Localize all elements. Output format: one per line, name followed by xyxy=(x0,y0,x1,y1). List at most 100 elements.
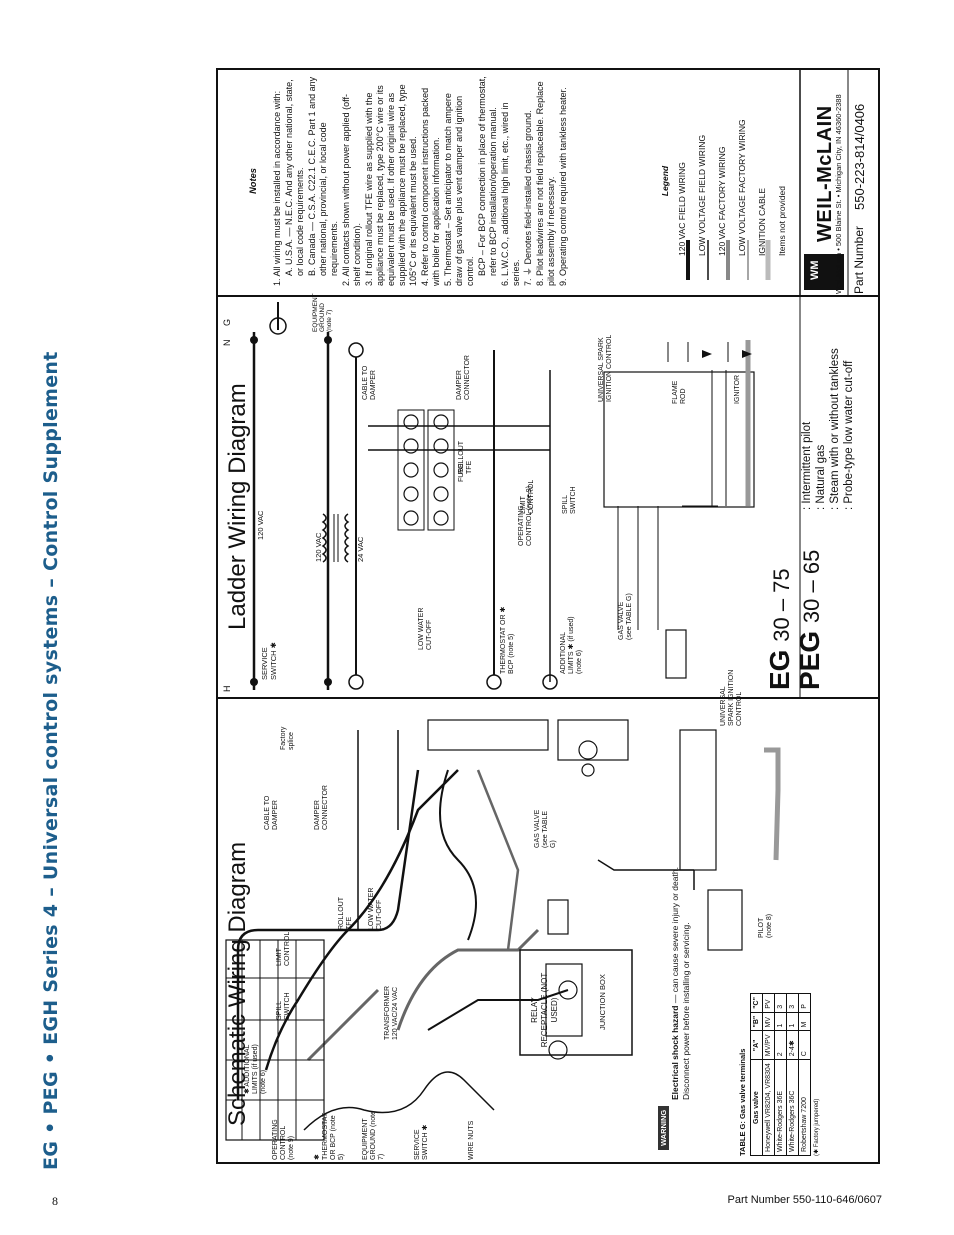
schematic-spill-switch: SPILL SWITCH xyxy=(276,992,291,1020)
schematic-gas-valve: GAS VALVE (see TABLE G) xyxy=(534,809,557,848)
legend-item: 120 VAC FIELD WIRING xyxy=(677,162,687,256)
note-item: 7. ⏚ Denotes field-installed chassis gro… xyxy=(523,110,533,286)
ladder-flame-rod: FLAME ROD xyxy=(672,380,687,404)
model-spec: : Natural gas xyxy=(815,444,827,510)
ladder-24vac: 24 VAC xyxy=(356,536,365,562)
model-eg-range: 30 – 75 xyxy=(769,568,794,642)
ladder-diagram xyxy=(250,302,755,690)
legend-item: LOW VOLTAGE FIELD WIRING xyxy=(697,134,707,256)
note-item: 8. Pilot leadwires are not field replace… xyxy=(535,81,556,286)
brand-logo xyxy=(804,254,844,290)
legend-list: 120 VAC FIELD WIRING LOW VOLTAGE FIELD WI… xyxy=(672,76,792,286)
part-number-value: 550-223-814/0406 xyxy=(852,103,867,210)
table-cell: White-Rodgers 36C xyxy=(786,1059,799,1156)
legend-item: IGNITION CABLE xyxy=(757,187,767,256)
brand-address: Weil-McLain • 500 Blaine St. • Michigan … xyxy=(834,94,843,294)
model-spec: : Intermittent pilot xyxy=(801,421,813,510)
model-peg-name: PEG xyxy=(794,630,825,690)
table-cell: M xyxy=(798,1012,811,1031)
table-cell: C xyxy=(798,1030,811,1060)
ladder-universal-control: UNIVERSAL SPARK IGNITION CONTROL xyxy=(598,334,613,402)
table-cell: Honeywell VR8204, VR8304 xyxy=(762,1059,775,1156)
wiring-drawing: WM xyxy=(218,70,878,1141)
table-cell: 2-4✱ xyxy=(786,1030,799,1060)
schematic-relay-receptacle: RELAY RECEPTACLE (NOT USED) xyxy=(530,972,559,1048)
table-header-cell: "B" xyxy=(750,1012,763,1031)
diagram-frame: WM Notes 1. All wiring must be installed… xyxy=(216,68,880,1164)
note-item: 9. Operating control required with tankl… xyxy=(558,87,568,286)
table-cell: 1 xyxy=(774,1012,787,1031)
table-cell: MV/PV xyxy=(762,1030,775,1060)
table-cell: 1 xyxy=(786,1012,799,1031)
schematic-limit-control: LIMIT CONTROL xyxy=(276,931,291,966)
legend-item: Items not provided xyxy=(777,186,787,256)
model-peg-range: 30 – 65 xyxy=(799,549,824,624)
warning-bold: Electrical shock hazard xyxy=(670,1005,680,1101)
ladder-additional-limits: ADDITIONAL LIMITS ✱ (if used) (note 6) xyxy=(560,616,583,674)
note-item: 1. All wiring must be installed in accor… xyxy=(272,90,282,286)
page-number: 8 xyxy=(52,1194,58,1208)
ladder-equipment-ground: EQUIPMENT GROUND (note 7) xyxy=(312,293,333,332)
ladder-120vac-b: 120 VAC xyxy=(314,532,323,562)
model-spec: : Steam with or without tankless xyxy=(829,348,841,510)
schematic-damper-connector: DAMPER CONNECTOR xyxy=(314,785,329,830)
table-cell: Robertshaw 7200 xyxy=(798,1059,811,1156)
table-cell: 2 xyxy=(774,1030,787,1060)
table-cell: 3 xyxy=(786,993,799,1013)
model-peg: PEG 30 – 65 xyxy=(794,550,826,690)
legend-title: Legend xyxy=(660,165,670,197)
model-spec: : Probe-type low water cut-off xyxy=(843,360,855,510)
legend: Legend 120 VAC FIELD WIRING LOW VOLTAGE F… xyxy=(658,76,792,286)
ladder-rollout-tfe: ROLLOUT TFE xyxy=(458,441,473,474)
model-eg: EG 30 – 75 xyxy=(764,568,796,690)
note-item: 4. Refer to control component instructio… xyxy=(420,87,441,286)
legend-samples xyxy=(686,240,771,280)
schematic-universal-control: UNIVERSAL SPARK IGNITION CONTROL xyxy=(720,669,743,726)
schematic-rollout-tfe: ROLLOUT TFE xyxy=(338,897,353,930)
schematic-transformer: TRANSFORMER 120 VAC/24 VAC xyxy=(384,985,399,1040)
ladder-h-label: H xyxy=(222,685,232,693)
ladder-low-water-cutoff: LOW WATER CUT-OFF xyxy=(418,607,433,650)
table-cell: PV xyxy=(762,993,775,1013)
note-item: 3. If original rollout TFE wire as suppl… xyxy=(364,84,418,286)
note-item: 5. Thermostat – Set anticipator to match… xyxy=(443,93,475,286)
warning-tag: WARNING xyxy=(658,1105,669,1150)
schematic-thermostat-bcp: ✱ THERMOSTAT OR BCP (note 5) xyxy=(314,1112,345,1160)
model-specs: : Intermittent pilot: Natural gas: Steam… xyxy=(800,280,856,510)
ladder-service-switch: SERVICE SWITCH ✱ xyxy=(260,642,278,680)
note-item: 2. All contacts shown without power appl… xyxy=(341,94,362,286)
model-eg-name: EG xyxy=(764,649,795,690)
ladder-cable-to-damper: CABLE TO DAMPER xyxy=(362,365,377,400)
schematic-pilot: PILOT (note 8) xyxy=(758,913,773,938)
legend-item: LOW VOLTAGE FACTORY WIRING xyxy=(737,119,747,256)
table-header-cell: Gas valve xyxy=(750,1059,763,1156)
table-header-cell: "C" xyxy=(750,993,763,1013)
gas-valve-table: TABLE G: Gas valve terminals Gas valve"A… xyxy=(738,946,822,1156)
ladder-damper-connector: DAMPER CONNECTOR xyxy=(456,355,471,400)
table-cell: 3 xyxy=(774,993,787,1013)
warning-message: Electrical shock hazard — can cause seve… xyxy=(670,860,691,1100)
ladder-spill-switch: SPILL SWITCH xyxy=(562,486,577,514)
warning-block: WARNING xyxy=(658,1032,670,1150)
schematic-factory-splice: Factory splice xyxy=(280,726,295,750)
table-title: TABLE G: Gas valve terminals xyxy=(738,1048,747,1156)
footer-part-number: Part Number 550-110-646/0607 xyxy=(727,1194,882,1206)
legend-item: 120 VAC FACTORY WIRING xyxy=(717,146,727,256)
table-cell: White-Rodgers 36E xyxy=(774,1059,787,1156)
schematic-service-switch: SERVICE SWITCH ✱ xyxy=(414,1124,429,1160)
note-item: 6. L.W.C.O., additional high limit, etc.… xyxy=(500,102,521,286)
ladder-limit-control: LIMIT CONTROL xyxy=(520,479,535,514)
ladder-120vac: 120 VAC xyxy=(256,510,265,540)
schematic-equipment-ground: EQUIPMENT GROUND (note 7) xyxy=(362,1110,385,1160)
side-title: EG • PEG • EGH Series 4 – Universal cont… xyxy=(40,351,62,1170)
ladder-n-label: N xyxy=(222,339,232,347)
note-item: A. U.S.A. — N.E.C. And any other nationa… xyxy=(284,79,305,276)
schematic-cable-to-damper: CABLE TO DAMPER xyxy=(264,795,279,830)
schematic-low-water-cutoff: LOW WATER CUT-OFF xyxy=(368,887,383,930)
ladder-title: Ladder Wiring Diagram xyxy=(224,383,251,630)
schematic-junction-box: JUNCTION BOX xyxy=(598,974,607,1030)
